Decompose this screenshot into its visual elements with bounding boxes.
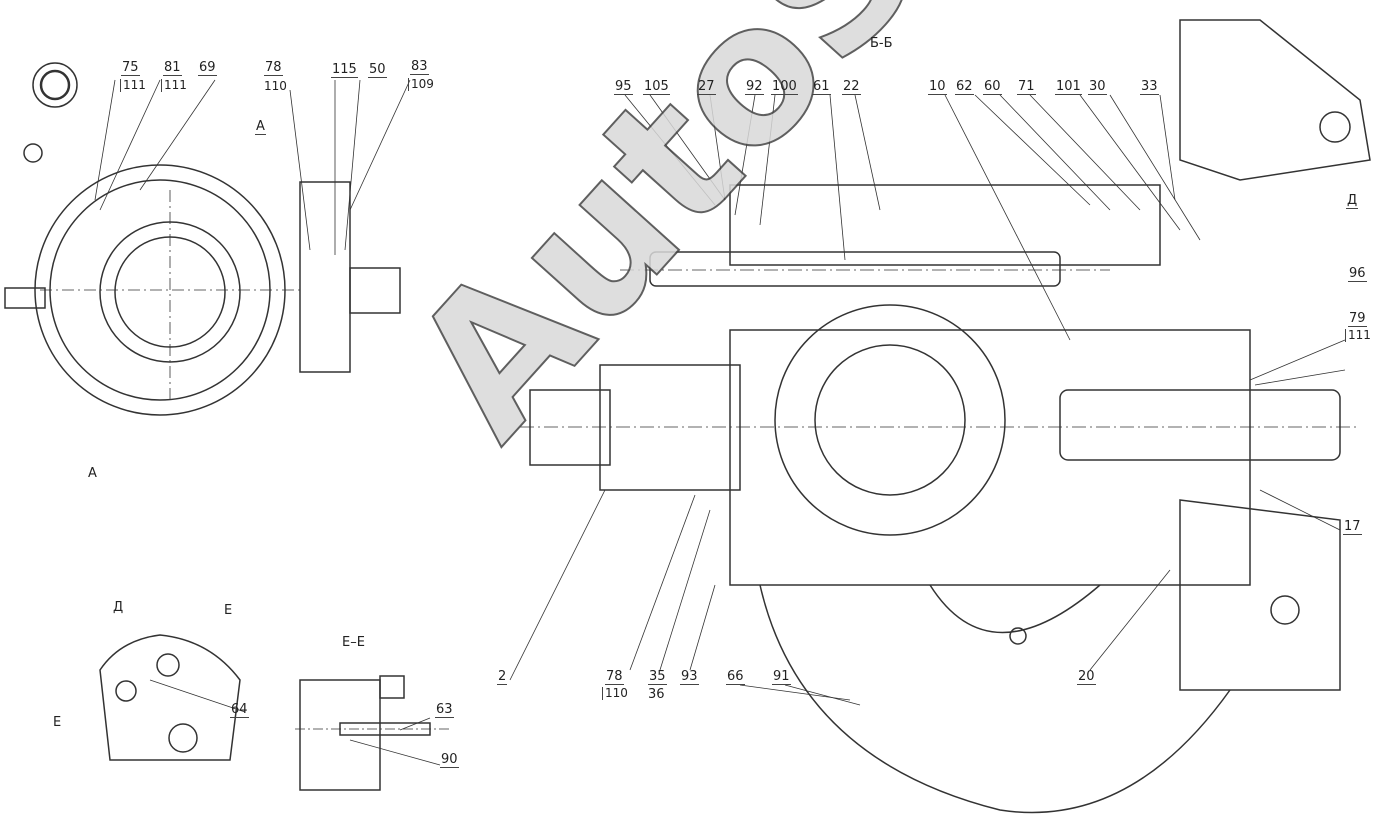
callout-81: 81 [163,60,182,76]
callout-2: 2 [497,669,508,685]
callout-78b: 78 [605,669,624,685]
callout-69: 69 [198,60,217,76]
callout-50: 50 [368,62,387,78]
callout-66: 66 [726,669,745,685]
callout-63: 63 [435,702,454,718]
callout-78: 78 [264,60,283,76]
callout-92: 92 [745,79,764,95]
callout-20: 20 [1077,669,1096,685]
callout-75: 75 [121,60,140,76]
view-label-a-top: А [255,119,266,135]
detail-ee-section [295,675,450,791]
callout-78b-sub: 110 [602,687,630,700]
view-label-e-left: Е [53,715,62,730]
callout-71: 71 [1017,79,1036,95]
callout-100: 100 [771,79,798,95]
callout-78-sub: 110 [264,79,287,93]
callout-93: 93 [680,669,699,685]
callout-60: 60 [983,79,1002,95]
callout-10: 10 [928,79,947,95]
callout-27: 27 [697,79,716,95]
callout-79: 79 [1348,311,1367,327]
callout-95: 95 [614,79,633,95]
callout-81-sub: 111 [161,79,189,92]
view-label-e-top: Е [224,603,233,618]
front-view-housing [4,62,401,416]
callout-90: 90 [440,752,459,768]
callout-62: 62 [955,79,974,95]
callout-96: 96 [1348,266,1367,282]
leader-lines [94,79,1346,766]
view-label-a-bottom: А [88,466,97,481]
callout-79-sub: 111 [1345,329,1373,342]
callout-115: 115 [331,62,358,78]
callout-17: 17 [1343,519,1362,535]
callout-30: 30 [1088,79,1107,95]
callout-61: 61 [812,79,831,95]
section-view-housing [520,19,1371,814]
callout-36: 36 [648,687,665,702]
callout-105: 105 [643,79,670,95]
view-label-d-right: Д [1346,193,1359,209]
view-label-ee: Е–Е [342,635,365,650]
callout-83-sub: 109 [408,78,436,91]
callout-33: 33 [1140,79,1159,95]
callout-64: 64 [230,702,249,718]
callout-22: 22 [842,79,861,95]
callout-75-sub: 111 [120,79,148,92]
callout-83: 83 [410,59,429,75]
callout-101: 101 [1055,79,1082,95]
callout-91: 91 [772,669,791,685]
callout-35: 35 [648,669,667,685]
detail-d-view [99,634,241,761]
section-title: Б-Б [870,36,893,51]
view-label-d: Д [113,600,124,615]
